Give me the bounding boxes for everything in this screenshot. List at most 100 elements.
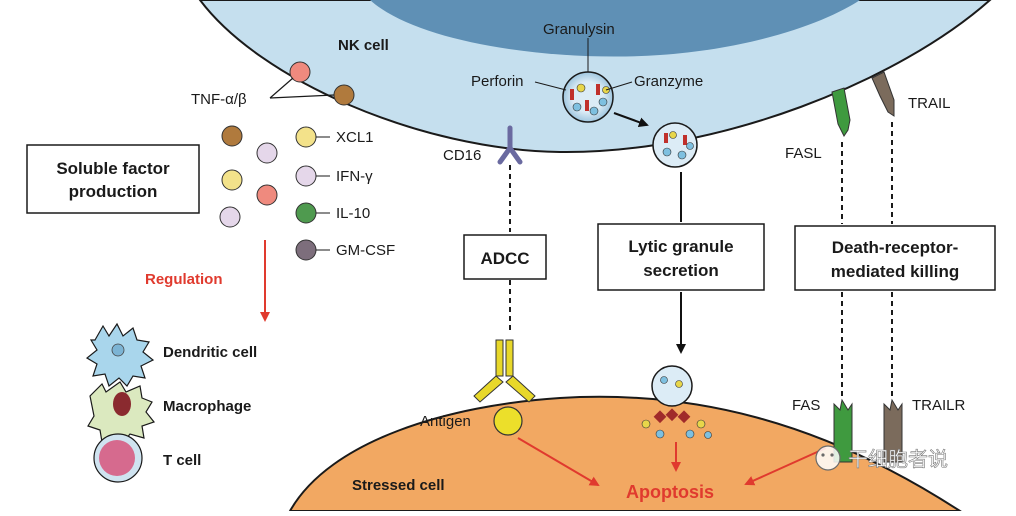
legend-item-xcl1: XCL1 — [295, 126, 374, 148]
granzyme-dot — [596, 84, 600, 95]
death-receptor-pathway: TRAIL FASL Death-receptor- mediated kill… — [744, 71, 996, 486]
wechat-eye-icon — [821, 453, 825, 457]
granzyme-dot — [664, 133, 668, 143]
cd16-label: CD16 — [443, 147, 481, 164]
death-apoptosis-arrow — [744, 447, 827, 486]
granzyme-label: Granzyme — [634, 73, 703, 90]
tnf-pointer — [269, 94, 335, 99]
target-label-tcell: T cell — [163, 452, 201, 469]
perforin-pointer — [534, 81, 567, 91]
fasl-label: FASL — [785, 145, 822, 162]
perforin-dot — [589, 106, 599, 116]
perforin-release — [685, 429, 695, 439]
granulysin-release — [696, 419, 706, 429]
adcc-label: ADCC — [480, 249, 529, 268]
soluble-factor-box: Soluble factor production — [26, 144, 200, 214]
dendritic-nucleus-icon — [111, 343, 125, 357]
death-box — [794, 225, 996, 291]
legend-label-il10: IL-10 — [336, 205, 370, 222]
granzyme-pointer — [605, 81, 633, 91]
tnf-beta-dot — [333, 84, 355, 106]
perforin-dot — [677, 150, 687, 160]
xcl1-swatch — [295, 126, 317, 148]
macrophage-nucleus-icon — [113, 392, 131, 416]
granule-fusing — [651, 365, 693, 407]
legend-label-ifn: IFN-γ — [336, 168, 373, 185]
legend-item-ifn: IFN-γ — [295, 165, 373, 187]
nk-nucleus — [370, 0, 860, 57]
granulysin-dot — [669, 131, 677, 139]
t-cell-item: T cell — [93, 433, 201, 483]
soluble-box-line2: production — [69, 182, 158, 201]
legend-item-il10: IL-10 — [295, 202, 370, 224]
granulysin-label: Granulysin — [543, 21, 615, 38]
regulation-label: Regulation — [145, 271, 223, 288]
macrophage-item: Macrophage — [87, 381, 251, 445]
trailr-receptor-icon — [883, 398, 903, 463]
granulysin-dot — [675, 380, 683, 388]
lytic-label-line2: secretion — [643, 261, 719, 280]
tnf-label: TNF-α/β — [191, 91, 247, 108]
stressed-cell-membrane — [288, 395, 964, 512]
soluble-box-frame — [26, 144, 200, 214]
granzyme-dot — [683, 135, 687, 145]
perforin-dot — [598, 97, 608, 107]
stressed-cell-title: Stressed cell — [352, 477, 445, 494]
granule-nk: Granulysin Perforin Granzyme — [471, 21, 703, 127]
factor-dot — [256, 184, 278, 206]
apoptosis-label: Apoptosis — [626, 482, 714, 502]
granulysin-dot — [576, 83, 586, 93]
cd16-receptor-icon — [497, 125, 523, 165]
watermark: 干细胞者说 — [815, 445, 948, 471]
tnf-group: TNF-α/β — [191, 61, 355, 108]
fas-label: FAS — [792, 397, 820, 414]
regulation-group: Regulation — [145, 240, 270, 322]
perforin-release — [704, 431, 712, 439]
perforin-label: Perforin — [471, 73, 524, 90]
trailr-label: TRAILR — [912, 397, 966, 414]
soluble-box-line1: Soluble factor — [56, 159, 170, 178]
target-label-dendritic: Dendritic cell — [163, 344, 257, 361]
trail-receptor-icon — [871, 71, 895, 117]
granulysin-release — [641, 419, 651, 429]
il10-swatch — [295, 202, 317, 224]
lytic-box — [597, 223, 765, 291]
target-cells: Dendritic cell Macrophage T cell — [85, 322, 257, 483]
factor-dot — [221, 169, 243, 191]
adcc-box — [463, 234, 547, 280]
perforin-dot — [662, 147, 672, 157]
legend-label-xcl1: XCL1 — [336, 129, 374, 146]
wechat-eye-icon — [830, 453, 834, 457]
t-cell-nucleus-icon — [99, 440, 135, 476]
granule-move-arrow — [613, 112, 649, 127]
nk-cell-title: NK cell — [338, 37, 389, 54]
ifn-swatch — [295, 165, 317, 187]
factor-legend: XCL1 IFN-γ IL-10 GM-CSF — [295, 126, 395, 261]
dendritic-cell-item: Dendritic cell — [85, 322, 257, 388]
antigen-icon — [493, 406, 523, 436]
tnf-pointer — [269, 77, 294, 99]
watermark-text: 干细胞者说 — [848, 447, 948, 471]
legend-label-gmcsf: GM-CSF — [336, 242, 395, 259]
factor-dot — [219, 206, 241, 228]
antigen-label: Antigen — [420, 413, 471, 430]
fasl-receptor-icon — [831, 87, 851, 137]
perforin-release — [655, 429, 665, 439]
legend-item-gmcsf: GM-CSF — [295, 239, 395, 261]
stressed-cell: Stressed cell — [288, 395, 964, 512]
perforin-dot — [572, 102, 582, 112]
tnf-alpha-dot — [289, 61, 311, 83]
granule-docking — [652, 122, 698, 168]
factor-dot — [221, 125, 243, 147]
death-label-line2: mediated killing — [831, 262, 959, 281]
lytic-pathway: Lytic granule secretion — [597, 172, 765, 472]
soluble-factor-cluster — [219, 125, 278, 228]
wechat-icon — [815, 445, 841, 471]
adcc-apoptosis-arrow — [517, 437, 600, 487]
perforin-dot — [686, 142, 694, 150]
lytic-label-line1: Lytic granule — [628, 237, 733, 256]
adcc-pathway: CD16 ADCC Antigen — [420, 125, 600, 487]
death-label-line1: Death-receptor- — [832, 238, 959, 257]
